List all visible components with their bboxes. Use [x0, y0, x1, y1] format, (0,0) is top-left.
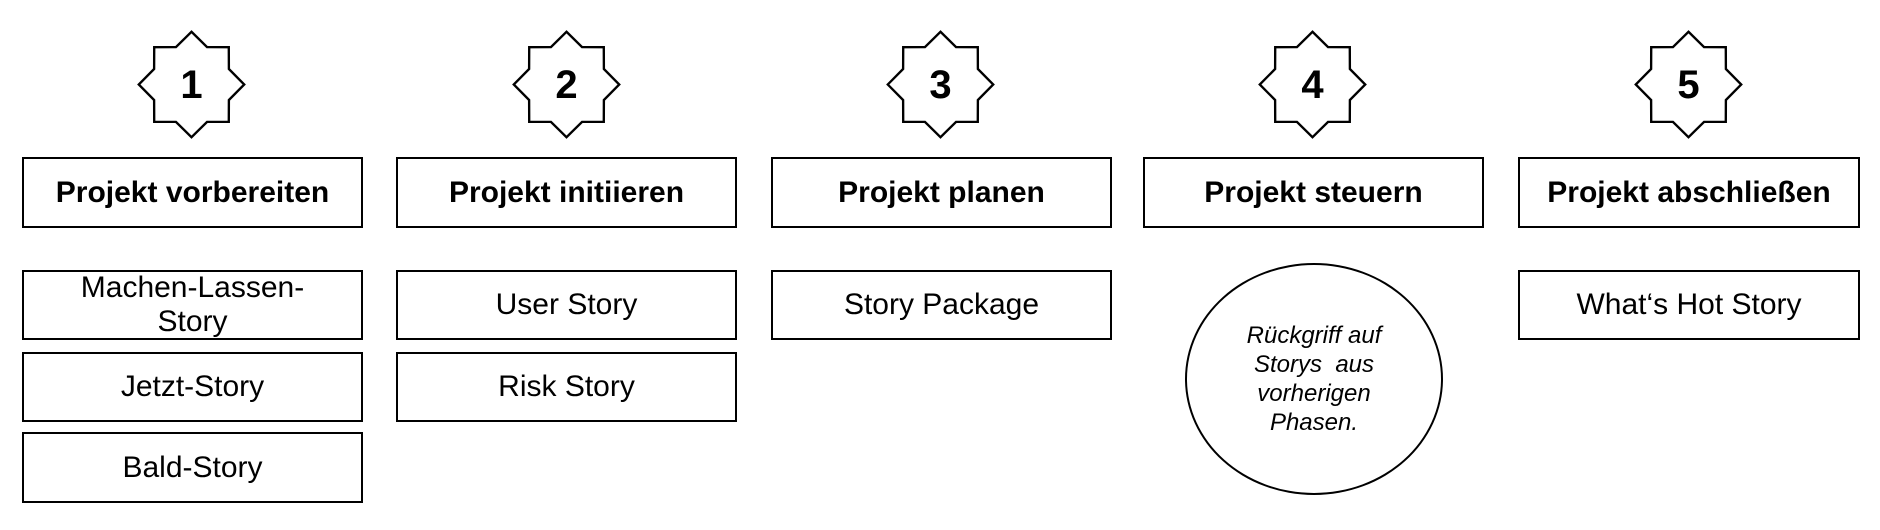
phase-3-star-badge: 3: [884, 28, 997, 141]
note-ellipse: Rückgriff auf Storys aus vorherigen Phas…: [1185, 263, 1443, 495]
phase-number: 4: [1301, 62, 1324, 107]
eight-point-star-icon: [137, 30, 246, 139]
eight-point-star-icon: [886, 30, 995, 139]
eight-point-star-icon: [1258, 30, 1367, 139]
story-box-machen-lassen: Machen-Lassen- Story: [22, 270, 363, 340]
phase-5-star-badge: 5: [1632, 28, 1745, 141]
story-box-risk: Risk Story: [396, 352, 737, 422]
phase-2-star-badge: 2: [510, 28, 623, 141]
phase-number: 5: [1677, 62, 1700, 107]
story-box-package: Story Package: [771, 270, 1112, 340]
story-box-user: User Story: [396, 270, 737, 340]
phase-1-star-badge: 1: [135, 28, 248, 141]
story-box-whats-hot: What‘s Hot Story: [1518, 270, 1860, 340]
phase-3-title-box: Projekt planen: [771, 157, 1112, 228]
phase-number: 3: [929, 62, 952, 107]
phase-2-title-box: Projekt initiieren: [396, 157, 737, 228]
phase-4-star-badge: 4: [1256, 28, 1369, 141]
story-box-jetzt: Jetzt-Story: [22, 352, 363, 422]
phase-4-title-box: Projekt steuern: [1143, 157, 1484, 228]
phase-number: 1: [180, 62, 203, 107]
phase-5-title-box: Projekt abschließen: [1518, 157, 1860, 228]
story-box-bald: Bald-Story: [22, 432, 363, 503]
eight-point-star-icon: [512, 30, 621, 139]
phase-1-title-box: Projekt vorbereiten: [22, 157, 363, 228]
eight-point-star-icon: [1634, 30, 1743, 139]
phase-number: 2: [555, 62, 578, 107]
